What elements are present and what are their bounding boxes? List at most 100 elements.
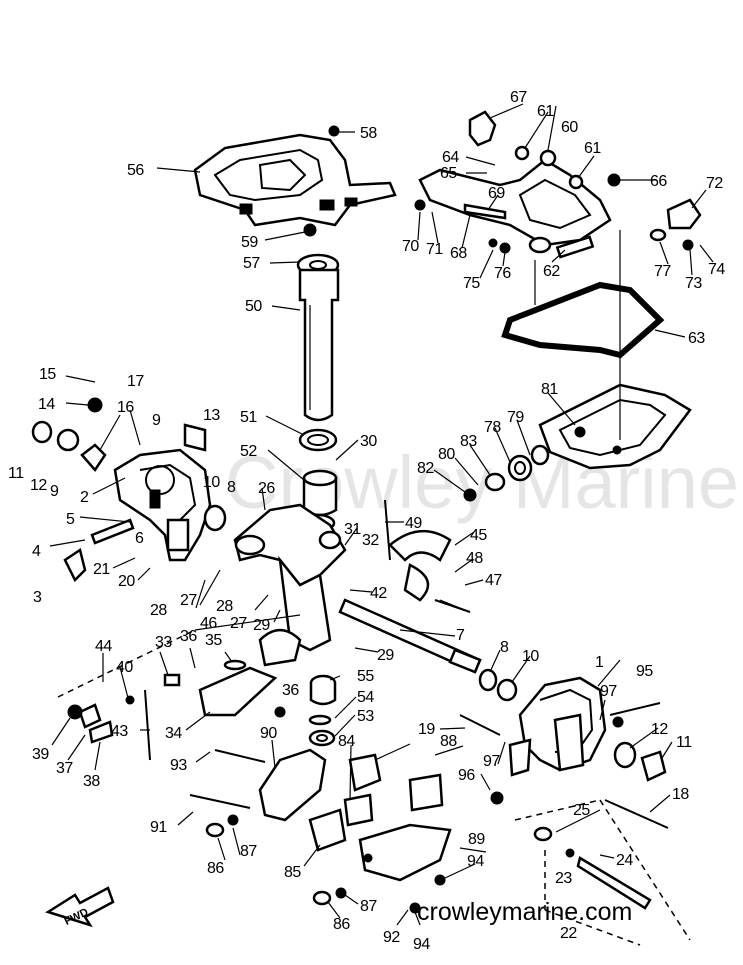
callout-67: 67 (510, 89, 527, 106)
callout-71: 71 (426, 241, 443, 258)
callout-97a: 97 (600, 683, 617, 700)
callout-92: 92 (383, 929, 400, 946)
callout-62: 62 (543, 263, 560, 280)
callout-47: 47 (485, 572, 502, 589)
callout-19: 19 (418, 721, 435, 738)
callout-70: 70 (402, 238, 419, 255)
callout-94b: 94 (413, 936, 430, 953)
callout-13: 13 (203, 407, 220, 424)
callout-79: 79 (507, 409, 524, 426)
pin-47-drawing (434, 599, 471, 613)
callout-89: 89 (468, 831, 485, 848)
right-clamp-bracket-drawing (490, 676, 669, 829)
callout-14: 14 (38, 396, 55, 413)
callout-12b: 12 (651, 721, 668, 738)
callout-78: 78 (484, 419, 501, 436)
callout-30: 30 (360, 433, 377, 450)
callout-63: 63 (688, 330, 705, 347)
callout-9b: 9 (152, 412, 161, 429)
callout-52: 52 (240, 443, 257, 460)
callout-1: 1 (595, 654, 604, 671)
callout-87b: 87 (360, 898, 377, 915)
callout-26: 26 (258, 480, 275, 497)
callout-24: 24 (616, 852, 633, 869)
callout-86a: 86 (207, 860, 224, 877)
callout-3: 3 (33, 589, 42, 606)
callout-32: 32 (362, 532, 379, 549)
callout-29b: 29 (377, 647, 394, 664)
callout-8b: 8 (500, 639, 509, 656)
callout-75: 75 (463, 275, 480, 292)
throttle-bracket-drawing (414, 110, 702, 259)
part-number-callouts: 1 2 3 4 5 6 7 8 8 9 9 10 10 11 11 12 12 … (8, 89, 726, 953)
callout-96: 96 (458, 767, 475, 784)
callout-88: 88 (440, 733, 457, 750)
callout-81: 81 (541, 381, 558, 398)
callout-91: 91 (150, 819, 167, 836)
site-url-text: crowleymarine.com (417, 898, 633, 926)
callout-60: 60 (561, 119, 578, 136)
left-clamp-bracket-drawing (31, 397, 227, 583)
callout-10a: 10 (203, 474, 220, 491)
callout-85: 85 (284, 864, 301, 881)
callout-22: 22 (560, 925, 577, 942)
tilt-rod-drawing (514, 799, 691, 946)
callout-61b: 61 (584, 140, 601, 157)
callout-86b: 86 (333, 916, 350, 933)
callout-10b: 10 (522, 648, 539, 665)
callout-33: 33 (155, 634, 172, 651)
callout-74: 74 (708, 261, 725, 278)
callout-18: 18 (672, 786, 689, 803)
callout-27b: 27 (230, 615, 247, 632)
callout-84: 84 (338, 733, 355, 750)
tilt-tube-drawing (338, 598, 518, 702)
callout-73: 73 (685, 275, 702, 292)
callout-83: 83 (460, 433, 477, 450)
callout-90: 90 (260, 725, 277, 742)
callout-42: 42 (370, 585, 387, 602)
steering-bracket-drawing (193, 133, 397, 227)
callout-94a: 94 (467, 853, 484, 870)
callout-8a: 8 (227, 479, 236, 496)
callout-58: 58 (360, 125, 377, 142)
callout-68: 68 (450, 245, 467, 262)
callout-43: 43 (111, 723, 128, 740)
callout-21: 21 (93, 561, 110, 578)
callout-7: 7 (456, 627, 465, 644)
callout-66: 66 (650, 173, 667, 190)
callout-93: 93 (170, 757, 187, 774)
tilt-lock-linkage-drawing (57, 614, 302, 761)
pin-19-drawing (459, 714, 501, 736)
callout-2: 2 (80, 489, 89, 506)
callout-25: 25 (573, 802, 590, 819)
callout-61a: 61 (537, 103, 554, 120)
callout-9a: 9 (50, 483, 59, 500)
leader-lines (49, 103, 714, 926)
callout-23: 23 (555, 870, 572, 887)
callout-77: 77 (654, 263, 671, 280)
lower-mount-drawing (189, 748, 452, 914)
callout-38: 38 (83, 773, 100, 790)
callout-20: 20 (118, 573, 135, 590)
bushing-set-drawing (463, 444, 550, 502)
callout-39: 39 (32, 746, 49, 763)
callout-5: 5 (66, 511, 75, 528)
callout-46: 46 (200, 615, 217, 632)
callout-49: 49 (405, 515, 422, 532)
swivel-bracket-drawing (233, 499, 452, 652)
callout-36a: 36 (180, 628, 197, 645)
damper-stack-drawing (308, 674, 337, 747)
callout-53: 53 (357, 708, 374, 725)
callout-51: 51 (240, 409, 257, 426)
callout-4: 4 (32, 543, 41, 560)
callout-27a: 27 (180, 592, 197, 609)
callout-97b: 97 (483, 753, 500, 770)
callout-87a: 87 (240, 843, 257, 860)
callout-76: 76 (494, 265, 511, 282)
callout-65: 65 (440, 165, 457, 182)
callout-15: 15 (39, 366, 56, 383)
callout-37: 37 (56, 760, 73, 777)
callout-44: 44 (95, 638, 112, 655)
